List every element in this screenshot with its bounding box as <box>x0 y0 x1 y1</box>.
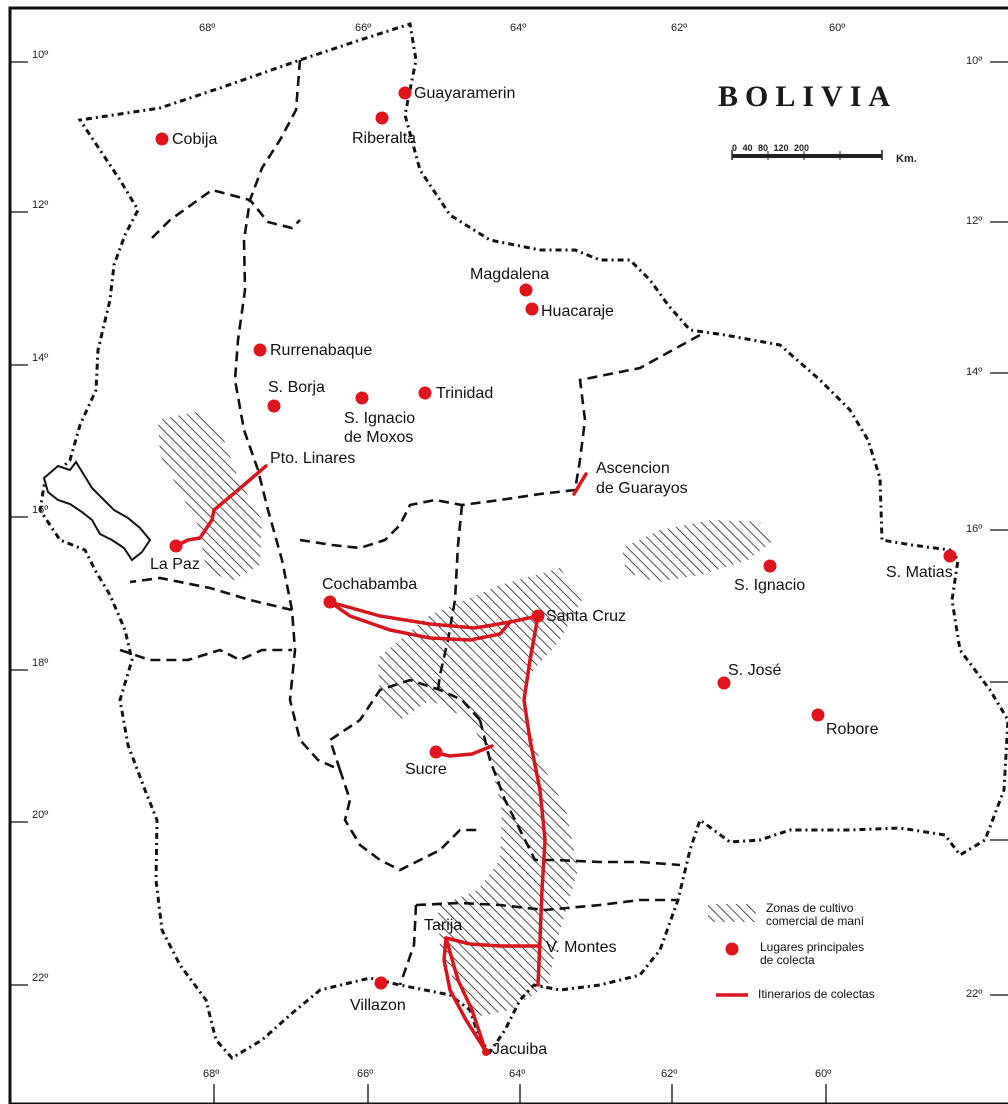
place-marker-riberalta <box>375 111 389 125</box>
frame-ticks <box>10 61 1008 1104</box>
tick-left-12: 12º <box>32 199 49 211</box>
tick-top-64: 64º <box>510 22 527 34</box>
place-label-s-borja: S. Borja <box>268 379 325 396</box>
legend-dot-label-2: de colecta <box>760 953 815 967</box>
scale-bar-labels: 0 40 80 120 200 <box>732 143 810 153</box>
route-ascencion <box>572 472 588 496</box>
tick-bottom-62: 62º <box>661 1068 678 1080</box>
lake-titicaca <box>42 460 152 562</box>
place-label-ascencion-2: de Guarayos <box>596 480 688 497</box>
place-marker-s-matias <box>943 549 957 563</box>
place-label-s-jose: S. José <box>728 662 782 679</box>
place-label-ascencion-1: Ascencion <box>596 460 670 477</box>
collection-routes <box>174 464 588 1054</box>
place-label-la-paz: La Paz <box>150 556 200 573</box>
place-label-villazon: Villazon <box>350 997 406 1014</box>
peanut-zones <box>158 412 774 1016</box>
map-title: BOLIVIA <box>718 80 898 113</box>
tick-bottom-64: 64º <box>509 1068 526 1080</box>
tick-right-14: 14º <box>966 366 983 378</box>
place-marker-rurrenabaque <box>253 343 267 357</box>
place-label-v-montes: V. Montes <box>546 939 617 956</box>
tick-left-10: 10º <box>32 49 49 61</box>
tick-top-66: 66º <box>355 22 372 34</box>
place-marker-guayaramerin <box>398 86 412 100</box>
tick-left-22: 22º <box>32 972 49 984</box>
tick-left-18: 18º <box>32 657 49 669</box>
tick-bottom-68: 68º <box>203 1068 220 1080</box>
zone-chiquitos <box>622 520 774 582</box>
place-marker-villazon <box>374 976 388 990</box>
place-label-s-ignacio: S. Ignacio <box>734 577 806 594</box>
place-label-s-ignacio-moxos-1: S. Ignacio <box>344 410 416 427</box>
place-markers <box>155 86 957 1056</box>
route-cochabamba-santa-cruz <box>328 600 540 630</box>
tick-right-12: 12º <box>966 215 983 227</box>
place-marker-trinidad <box>418 386 432 400</box>
map-frame <box>8 6 1008 1104</box>
tick-bottom-66: 66º <box>357 1068 374 1080</box>
route-la-paz-linares <box>174 464 268 548</box>
place-marker-s-ignacio-moxos <box>355 391 369 405</box>
place-marker-s-jose <box>717 676 731 690</box>
route-cochabamba-loop <box>328 600 512 642</box>
place-marker-la-paz <box>169 539 183 553</box>
place-label-guayaramerin: Guayaramerin <box>414 85 516 102</box>
place-label-tarija: Tarija <box>424 917 463 934</box>
tick-left-20: 20º <box>32 809 49 821</box>
place-marker-robore <box>811 708 825 722</box>
legend-dot-label-1: Lugares principales <box>760 940 865 954</box>
tick-top-60: 60º <box>829 22 846 34</box>
scale-bar <box>731 150 883 160</box>
tick-right-16: 16º <box>966 523 983 535</box>
place-marker-s-ignacio <box>763 559 777 573</box>
zone-la-paz <box>158 412 262 582</box>
place-label-jacuiba: Jacuiba <box>492 1041 548 1058</box>
legend-line-label: Itinerarios de colectas <box>758 987 875 1001</box>
place-label-pto-linares: Pto. Linares <box>270 450 356 467</box>
legend-symbols <box>708 904 756 997</box>
international-border <box>38 22 1008 1060</box>
route-tarija-montes <box>444 936 542 948</box>
place-label-robore: Robore <box>826 721 879 738</box>
legend-hatch-swatch <box>708 904 756 922</box>
place-label-s-matias: S. Matias <box>886 564 953 581</box>
legend-hatch-label-2: comercial de maní <box>766 914 865 928</box>
legend-hatch-label-1: Zonas de cultivo <box>766 901 854 915</box>
place-marker-huacaraje <box>525 302 539 316</box>
place-marker-santa-cruz <box>531 609 545 623</box>
place-marker-magdalena <box>519 283 533 297</box>
route-tarija-jacuiba <box>442 936 488 1054</box>
place-marker-cobija <box>155 132 169 146</box>
route-tarija-loop <box>444 936 488 1054</box>
zone-santa-cruz-south <box>378 568 582 1016</box>
place-label-santa-cruz: Santa Cruz <box>546 608 627 625</box>
tick-left-16: 16º <box>32 504 49 516</box>
place-label-cobija: Cobija <box>172 131 218 148</box>
scale-bar-unit: Km. <box>896 153 917 165</box>
place-label-s-ignacio-moxos-2: de Moxos <box>344 429 414 446</box>
route-santa-cruz-south <box>522 614 547 987</box>
legend-dot-swatch <box>725 942 739 956</box>
place-label-riberalta: Riberalta <box>352 130 417 147</box>
place-marker-cochabamba <box>323 595 337 609</box>
tick-top-62: 62º <box>671 22 688 34</box>
place-marker-jacuiba <box>482 1048 490 1056</box>
tick-top-68: 68º <box>199 22 216 34</box>
place-marker-s-borja <box>267 399 281 413</box>
tick-left-14: 14º <box>32 352 49 364</box>
place-label-cochabamba: Cochabamba <box>322 576 418 593</box>
place-label-trinidad: Trinidad <box>436 385 494 402</box>
place-label-rurrenabaque: Rurrenabaque <box>270 342 373 359</box>
place-label-magdalena: Magdalena <box>470 266 550 283</box>
place-label-sucre: Sucre <box>405 761 447 778</box>
tick-right-10: 10º <box>966 55 983 67</box>
tick-right-22: 22º <box>966 988 983 1000</box>
tick-bottom-60: 60º <box>815 1068 832 1080</box>
department-borders <box>119 59 701 986</box>
place-label-huacaraje: Huacaraje <box>541 303 614 320</box>
place-marker-sucre <box>429 745 443 759</box>
